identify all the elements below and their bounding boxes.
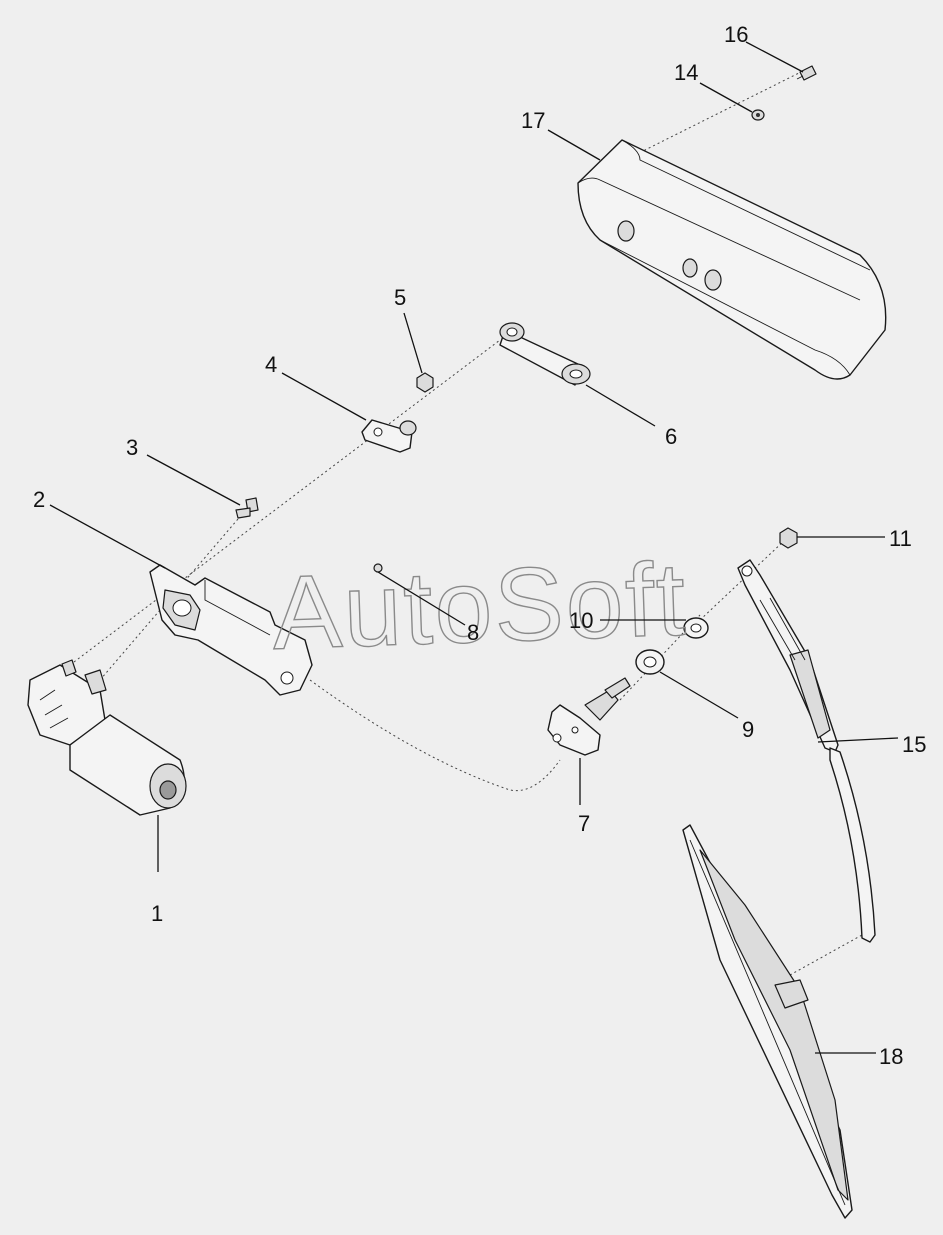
part-seal-9 (635, 649, 665, 675)
watermark-text: AutoSoft (270, 541, 689, 671)
part-washer-10 (683, 617, 709, 639)
leader-lines (49, 41, 899, 1054)
label-part-6: 6 (665, 424, 677, 449)
part-crank (361, 419, 417, 453)
part-wiper-arm (737, 559, 876, 943)
part-bolt-16 (796, 65, 817, 81)
label-part-16: 16 (724, 22, 748, 47)
part-bolt-3 (235, 497, 259, 519)
label-part-14: 14 (674, 60, 698, 85)
label-part-8: 8 (467, 620, 479, 645)
part-bracket (149, 564, 313, 696)
part-link-rod (499, 322, 591, 386)
part-labels: 1 2 3 4 5 6 7 8 9 10 11 14 15 16 17 18 (33, 22, 926, 1069)
label-part-15: 15 (902, 732, 926, 757)
part-nut-5 (416, 372, 434, 393)
label-part-18: 18 (879, 1044, 903, 1069)
part-nut-14 (751, 109, 765, 121)
label-part-1: 1 (151, 901, 163, 926)
part-nut-11 (779, 527, 798, 549)
label-part-17: 17 (521, 108, 545, 133)
label-part-9: 9 (742, 717, 754, 742)
label-part-5: 5 (394, 285, 406, 310)
part-wiper-blade (682, 824, 853, 1219)
label-part-3: 3 (126, 435, 138, 460)
label-part-10: 10 (569, 608, 593, 633)
part-cover (577, 139, 887, 380)
label-part-2: 2 (33, 487, 45, 512)
part-spindle (547, 677, 631, 756)
label-part-7: 7 (578, 811, 590, 836)
label-part-11: 11 (889, 526, 912, 551)
label-part-4: 4 (265, 352, 277, 377)
part-motor (27, 659, 187, 816)
